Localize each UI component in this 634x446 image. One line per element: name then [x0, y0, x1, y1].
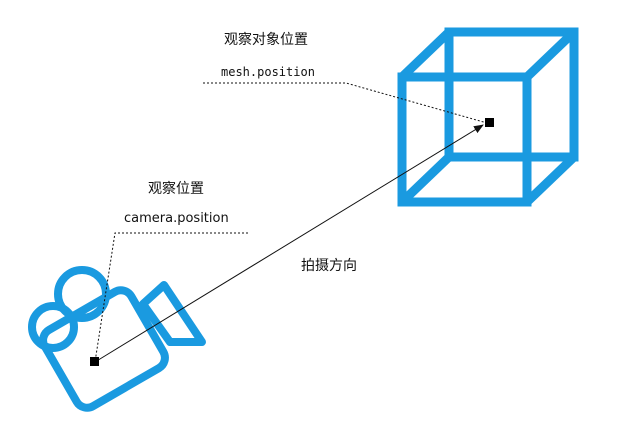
- target-point: [485, 118, 494, 127]
- camera-code: camera.position: [124, 211, 229, 226]
- camera-title: 观察位置: [148, 180, 204, 197]
- target-leader-line: [203, 82, 488, 124]
- camera-leader-line: [94, 232, 248, 363]
- direction-label: 拍摄方向: [301, 258, 357, 274]
- direction-arrow: [94, 124, 484, 363]
- camera-point: [90, 357, 99, 366]
- video-camera-icon: [28, 266, 206, 412]
- cube-icon: [397, 27, 579, 207]
- target-code: mesh.position: [221, 65, 315, 79]
- target-title: 观察对象位置: [224, 31, 308, 48]
